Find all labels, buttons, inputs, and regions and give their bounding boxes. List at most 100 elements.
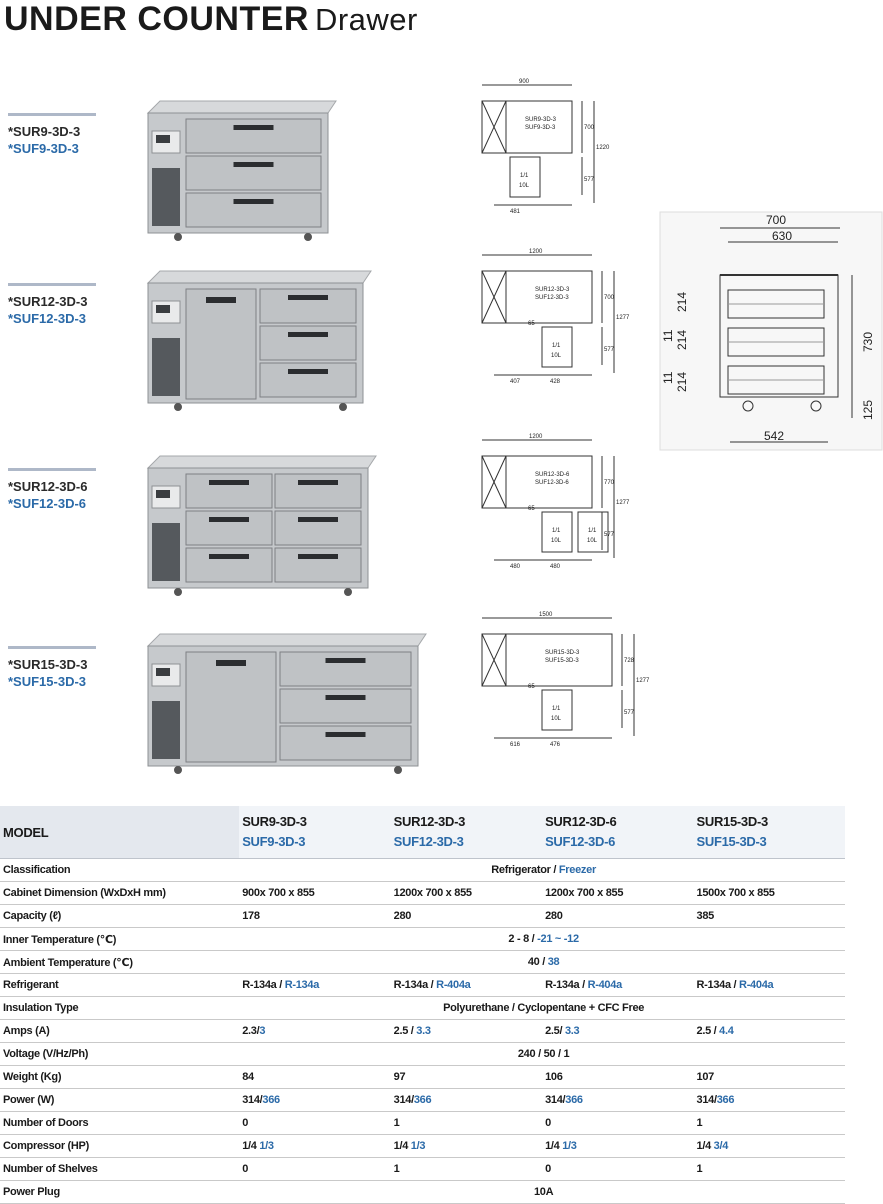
row-label: Amps (A) bbox=[0, 1019, 240, 1043]
model-names: *SUR15-3D-3*SUF15-3D-3 bbox=[8, 656, 87, 690]
top-view-outline bbox=[481, 100, 573, 154]
drawer bbox=[274, 547, 362, 583]
drawer bbox=[274, 473, 362, 509]
value-freezer: 3.3 bbox=[564, 1025, 580, 1037]
header-model-f: SUF12-3D-6 bbox=[545, 834, 616, 849]
vent-grille bbox=[152, 523, 180, 581]
row-label: Weight (Kg) bbox=[0, 1065, 240, 1089]
row-label: Capacity (ℓ) bbox=[0, 904, 240, 928]
model-underline bbox=[8, 646, 96, 649]
dimension-label: 730 bbox=[861, 332, 875, 352]
value-refrigerator: 2 - 8 / bbox=[508, 933, 538, 945]
table-cell: 2.5/ 3.3 bbox=[542, 1019, 694, 1043]
value-refrigerator: 178 bbox=[242, 910, 260, 922]
value-refrigerator: Polyurethane / Cyclopentane + CFC Free bbox=[443, 1002, 645, 1014]
value-refrigerator: 0 bbox=[242, 1117, 249, 1129]
vent-grille bbox=[152, 701, 180, 759]
cabinet-door bbox=[185, 288, 257, 400]
header-model-r: SUR12-3D-6 bbox=[545, 814, 617, 829]
table-cell: 314/366 bbox=[693, 1088, 845, 1112]
value-refrigerator: 106 bbox=[545, 1071, 563, 1083]
value-freezer: 3.3 bbox=[416, 1025, 431, 1037]
table-cell: R-134a / R-134a bbox=[239, 973, 391, 997]
value-refrigerator: 1/4 bbox=[393, 1140, 411, 1152]
header-model-f: SUF9-3D-3 bbox=[242, 834, 306, 849]
dimension-label: 476 bbox=[550, 742, 561, 748]
vent-grille bbox=[152, 338, 180, 396]
value-refrigerator: 1 bbox=[393, 1117, 400, 1129]
table-cell: 1/4 1/3 bbox=[542, 1134, 694, 1158]
drawer-handle bbox=[298, 517, 338, 522]
value-refrigerator: R-134a / bbox=[242, 979, 285, 991]
value-freezer: 1/3 bbox=[259, 1140, 274, 1152]
value-refrigerator: 10A bbox=[533, 1186, 554, 1198]
table-row: Voltage (V/Hz/Ph) 240 / 50 / 1 bbox=[0, 1042, 845, 1066]
value-refrigerator: 0 bbox=[545, 1163, 551, 1175]
gn-volume: 10L bbox=[587, 538, 598, 544]
header-model-f: SUF15-3D-3 bbox=[696, 834, 767, 849]
value-refrigerator: 240 / 50 / 1 bbox=[517, 1048, 570, 1060]
table-cell: 1 bbox=[390, 1157, 543, 1181]
header-model-f: SUF12-3D-3 bbox=[393, 834, 464, 849]
row-label: Voltage (V/Hz/Ph) bbox=[0, 1042, 240, 1066]
hinge-line bbox=[481, 455, 507, 509]
dimension-label: 900 bbox=[519, 79, 530, 85]
model-names: *SUR12-3D-6*SUF12-3D-6 bbox=[8, 478, 87, 512]
model-underline bbox=[8, 283, 96, 286]
gn-size: 1/1 bbox=[520, 173, 529, 179]
drawing-model-r: SUR9-3D-3 bbox=[525, 117, 557, 123]
table-cell: 106 bbox=[542, 1065, 694, 1089]
table-cell: 314/366 bbox=[542, 1088, 694, 1112]
caster-wheel bbox=[344, 588, 352, 596]
spanned-value: 240 / 50 / 1 bbox=[239, 1042, 845, 1066]
table-cell: R-134a / R-404a bbox=[390, 973, 543, 997]
value-refrigerator: 40 / bbox=[527, 956, 548, 968]
table-row: Insulation Type Polyurethane / Cyclopenta… bbox=[0, 996, 845, 1020]
cabinet-door bbox=[185, 651, 277, 763]
row-label: Number of Shelves bbox=[0, 1157, 240, 1181]
hinge-line bbox=[481, 270, 507, 324]
value-refrigerator: 0 bbox=[242, 1163, 249, 1175]
spanned-value: 40 / 38 bbox=[239, 950, 845, 974]
drawer-handle bbox=[325, 695, 366, 700]
gn-volume: 10L bbox=[551, 716, 562, 722]
value-refrigerator: 1/4 bbox=[696, 1140, 714, 1152]
table-cell: 280 bbox=[542, 904, 694, 928]
dimension-label: 65 bbox=[528, 506, 535, 512]
value-refrigerator: 107 bbox=[696, 1071, 715, 1083]
row-label: Inner Temperature (℃) bbox=[0, 927, 240, 951]
table-cell: 1/4 3/4 bbox=[693, 1134, 845, 1158]
drawer-handle bbox=[209, 517, 249, 522]
product-illustration bbox=[146, 633, 427, 774]
dimension-label: 616 bbox=[510, 742, 521, 748]
value-freezer: R-404a bbox=[587, 979, 623, 991]
top-view-outline bbox=[481, 270, 593, 324]
row-label: Compressor (HP) bbox=[0, 1134, 240, 1158]
drawer-handle bbox=[209, 480, 249, 485]
value-refrigerator: 1 bbox=[393, 1163, 400, 1175]
drawer bbox=[274, 510, 362, 546]
value-freezer: 366 bbox=[565, 1094, 583, 1106]
model-freezer: *SUF12-3D-3 bbox=[8, 311, 87, 326]
value-refrigerator: 1 bbox=[696, 1117, 703, 1129]
row-label: Number of Doors bbox=[0, 1111, 240, 1135]
value-refrigerator: 2.5/ bbox=[545, 1025, 565, 1037]
table-cell: 2.5 / 3.3 bbox=[390, 1019, 543, 1043]
value-refrigerator: Refrigerator / bbox=[491, 864, 559, 876]
display-screen bbox=[156, 668, 170, 676]
gn-size: 1/1 bbox=[588, 528, 597, 534]
gn-volume: 10L bbox=[519, 183, 530, 189]
dimension-label: 577 bbox=[604, 532, 615, 538]
dimension-label: 577 bbox=[584, 177, 595, 183]
table-cell: 97 bbox=[390, 1065, 543, 1089]
product-illustration bbox=[146, 455, 377, 596]
caster-wheel bbox=[174, 766, 182, 774]
row-label: Insulation Type bbox=[0, 996, 240, 1020]
value-freezer: Freezer bbox=[558, 864, 596, 876]
model-freezer: *SUF12-3D-6 bbox=[8, 496, 87, 511]
